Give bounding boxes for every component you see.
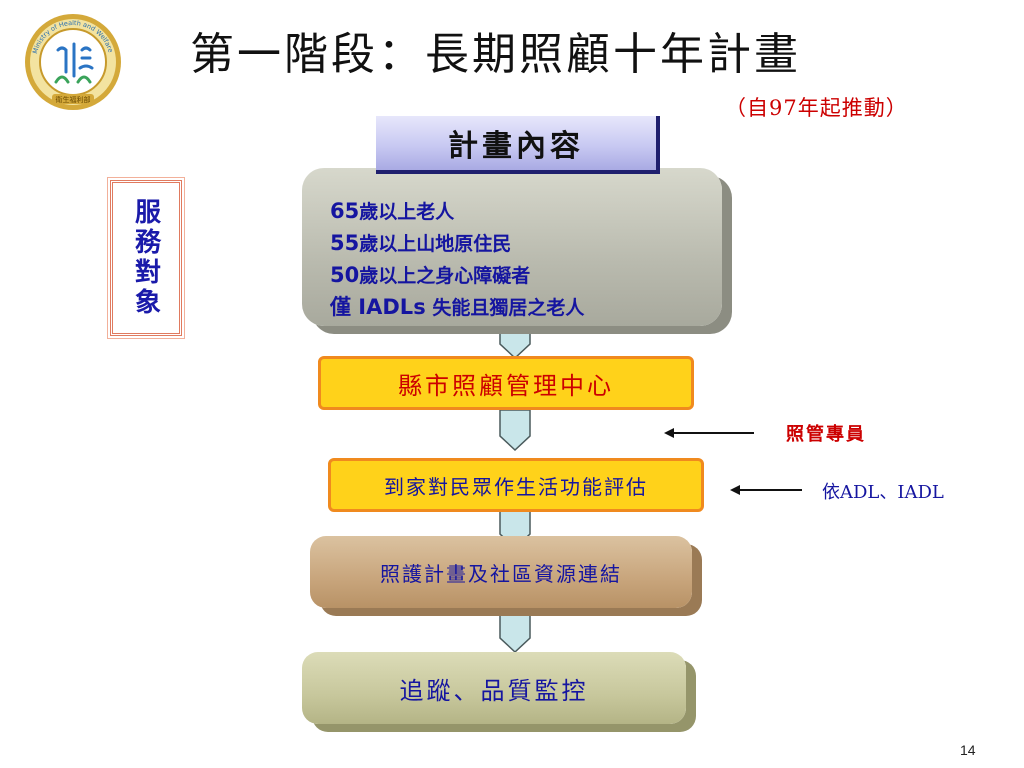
plan-content-label: 計畫內容 — [448, 129, 584, 164]
monitoring-label: 追蹤、品質監控 — [399, 676, 589, 705]
svg-text:衛生福利部: 衛生福利部 — [56, 95, 91, 104]
target-item: 65歲以上老人 — [330, 199, 455, 223]
page-subtitle: （自97年起推動） — [725, 96, 908, 120]
care-plan-label: 照護計畫及社區資源連結 — [380, 561, 622, 586]
service-target-list: 65歲以上老人 55歲以上山地原住民 50歲以上之身心障礙者 僅 IADLs 失… — [330, 196, 584, 324]
page-title: 第一階段：長期照顧十年計畫 — [190, 29, 801, 80]
home-assessment-box: 到家對民眾作生活功能評估 — [328, 458, 704, 512]
adl-label: 依ADL、IADL — [822, 482, 944, 503]
care-manager-arrow — [672, 432, 754, 434]
page-number: 14 — [960, 742, 976, 758]
arrow-left-icon — [664, 428, 674, 438]
target-item: 50歲以上之身心障礙者 — [330, 263, 531, 287]
service-target-label: 服務對象 — [130, 198, 161, 318]
service-target-box: 服務對象 — [107, 177, 185, 339]
connector-arrow-1 — [499, 318, 531, 360]
target-item: 僅 IADLs 失能且獨居之老人 — [330, 295, 585, 319]
arrow-left-icon — [730, 485, 740, 495]
service-target-panel — [302, 168, 722, 326]
target-item: 55歲以上山地原住民 — [330, 231, 512, 255]
care-plan-block: 照護計畫及社區資源連結 — [310, 536, 692, 608]
connector-arrow-4 — [499, 611, 531, 654]
monitoring-block: 追蹤、品質監控 — [302, 652, 686, 724]
care-management-center-box: 縣市照顧管理中心 — [318, 356, 694, 410]
ministry-logo: Ministry of Health and Welfare 衛生福利部 — [22, 12, 124, 112]
adl-arrow — [738, 489, 802, 491]
home-assessment-label: 到家對民眾作生活功能評估 — [384, 474, 648, 499]
plan-content-header: 計畫內容 — [376, 116, 660, 174]
care-manager-label: 照管專員 — [786, 424, 866, 445]
connector-arrow-2 — [499, 409, 531, 452]
care-management-center-label: 縣市照顧管理中心 — [398, 371, 614, 400]
